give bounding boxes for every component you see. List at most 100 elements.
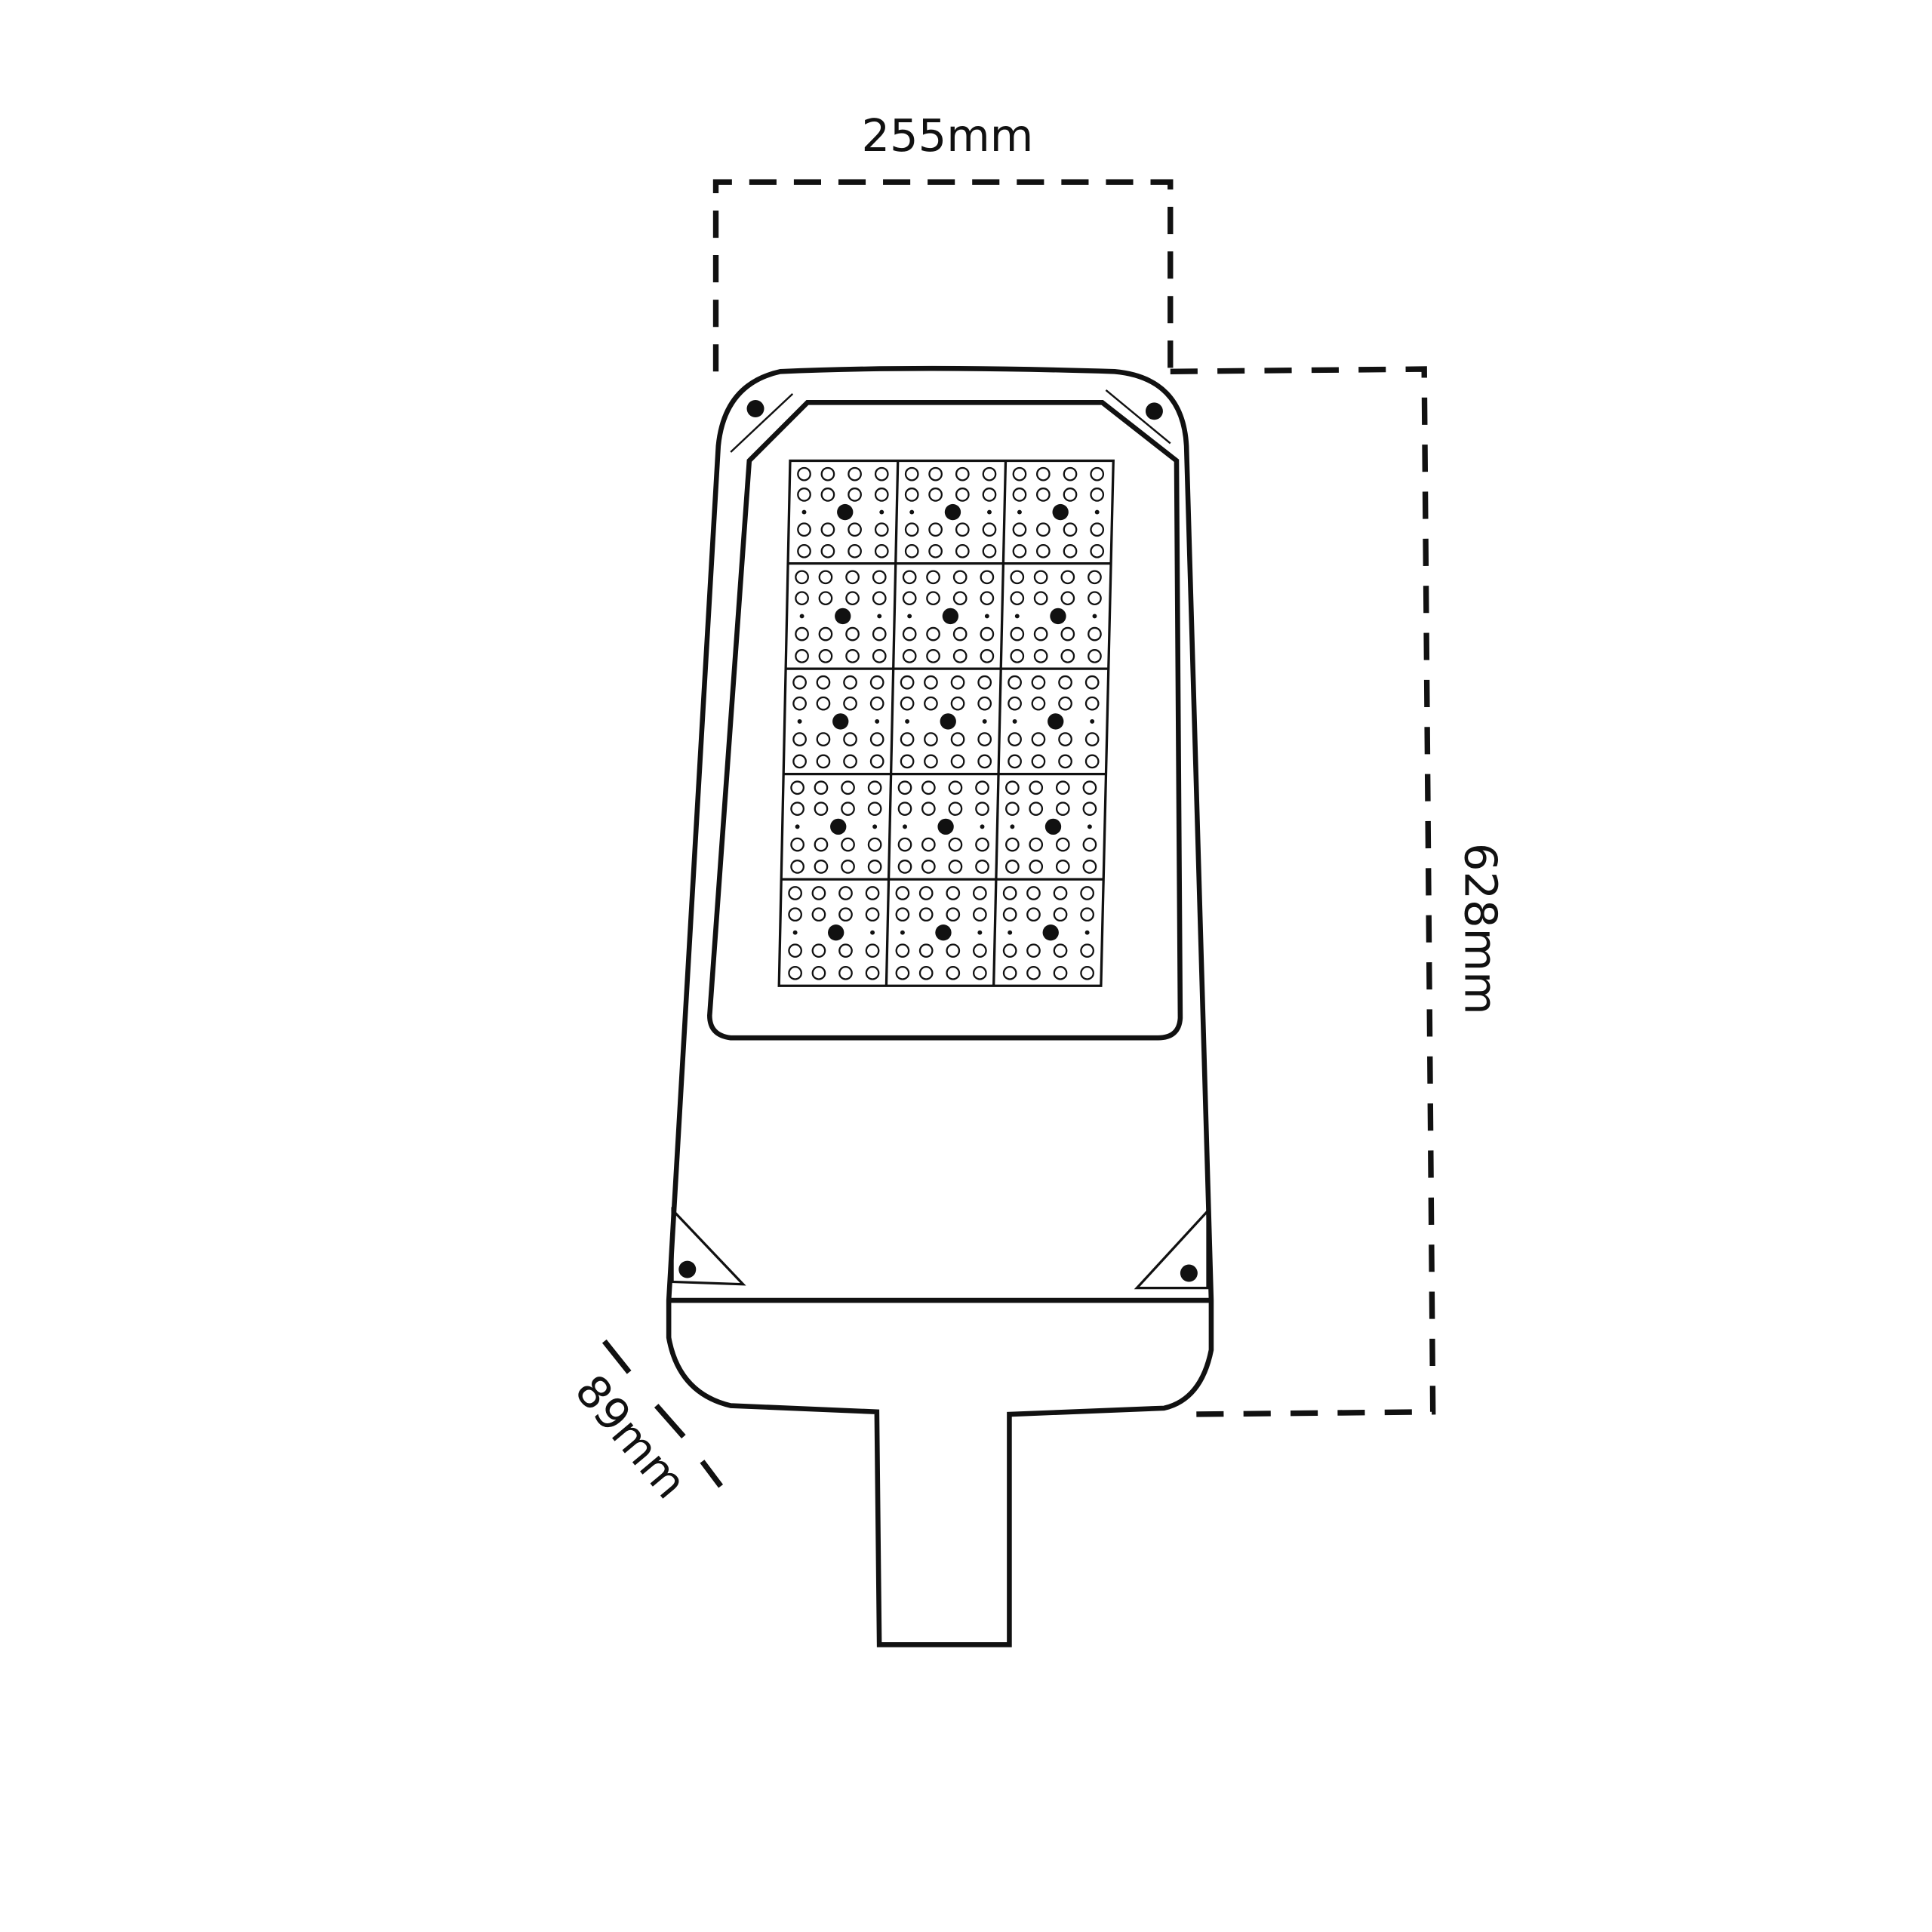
led [816, 696, 831, 711]
led [1033, 591, 1048, 606]
led [918, 943, 934, 958]
led [845, 591, 860, 606]
small-dot [1010, 824, 1015, 829]
led [897, 860, 912, 874]
led [946, 943, 961, 958]
led [1082, 801, 1097, 817]
small-dot [1008, 930, 1013, 935]
led [874, 543, 889, 558]
led [928, 466, 943, 481]
led [820, 543, 835, 558]
led [1010, 591, 1025, 606]
small-dot [870, 930, 875, 935]
led [948, 837, 963, 852]
led [811, 907, 826, 922]
led [977, 732, 992, 746]
led [1055, 801, 1070, 817]
led [1058, 675, 1072, 690]
led [811, 943, 826, 958]
led [980, 626, 995, 641]
small-dot [797, 718, 802, 724]
led [869, 732, 884, 746]
led [895, 907, 910, 922]
led [843, 754, 857, 769]
led [928, 488, 943, 502]
led [1029, 780, 1044, 795]
led [1005, 837, 1020, 852]
led [1088, 591, 1102, 606]
led [1029, 801, 1044, 817]
led [955, 488, 970, 502]
height-label: 628mm [1454, 843, 1506, 1015]
led [918, 886, 934, 900]
sensor-dot [835, 608, 851, 625]
led [1090, 543, 1105, 558]
led [1058, 696, 1072, 711]
led [948, 780, 963, 795]
led [980, 649, 995, 663]
led [838, 907, 853, 922]
led [841, 801, 855, 817]
led [1002, 907, 1017, 922]
led [1088, 649, 1102, 663]
led [948, 860, 963, 874]
led [1026, 907, 1041, 922]
led [904, 488, 919, 502]
led [926, 626, 940, 641]
led [814, 860, 829, 874]
led [865, 907, 880, 922]
led [1082, 837, 1097, 852]
mount-bracket [671, 1207, 746, 1286]
led [795, 591, 809, 606]
led [980, 570, 995, 585]
led [982, 488, 997, 502]
small-dot [1090, 718, 1095, 724]
led [1035, 466, 1051, 481]
led [950, 696, 965, 711]
small-dot [984, 614, 989, 619]
led [818, 649, 833, 663]
led [1082, 860, 1097, 874]
small-dot [987, 509, 992, 515]
led [895, 943, 910, 958]
led [820, 488, 835, 502]
mount-bracket [1134, 1208, 1209, 1290]
led [1005, 801, 1020, 817]
led [948, 801, 963, 817]
small-dot [872, 824, 878, 829]
led [924, 732, 938, 746]
sensor-dot [940, 713, 956, 730]
small-dot [982, 718, 987, 724]
led [872, 626, 887, 641]
led [902, 570, 917, 585]
led [1035, 522, 1051, 537]
led [1012, 543, 1027, 558]
corner-line [730, 392, 794, 453]
led [1005, 780, 1020, 795]
led [795, 570, 809, 585]
led [1060, 649, 1075, 663]
led [972, 907, 987, 922]
led [1010, 570, 1025, 585]
led [814, 780, 829, 795]
led [811, 886, 826, 900]
led [1029, 860, 1044, 874]
led [848, 488, 862, 502]
led [1012, 466, 1027, 481]
led [843, 732, 857, 746]
led [1008, 732, 1022, 746]
led [792, 696, 807, 711]
led [924, 754, 938, 769]
led [926, 591, 940, 606]
led [1080, 886, 1094, 900]
led [1012, 488, 1027, 502]
led [867, 801, 882, 817]
led [843, 675, 857, 690]
small-dot [792, 930, 798, 935]
sensor-dot [1052, 503, 1069, 521]
depth-dimension-line [601, 1339, 724, 1488]
led [843, 696, 857, 711]
led [874, 466, 889, 481]
sensor-dot [944, 503, 961, 521]
